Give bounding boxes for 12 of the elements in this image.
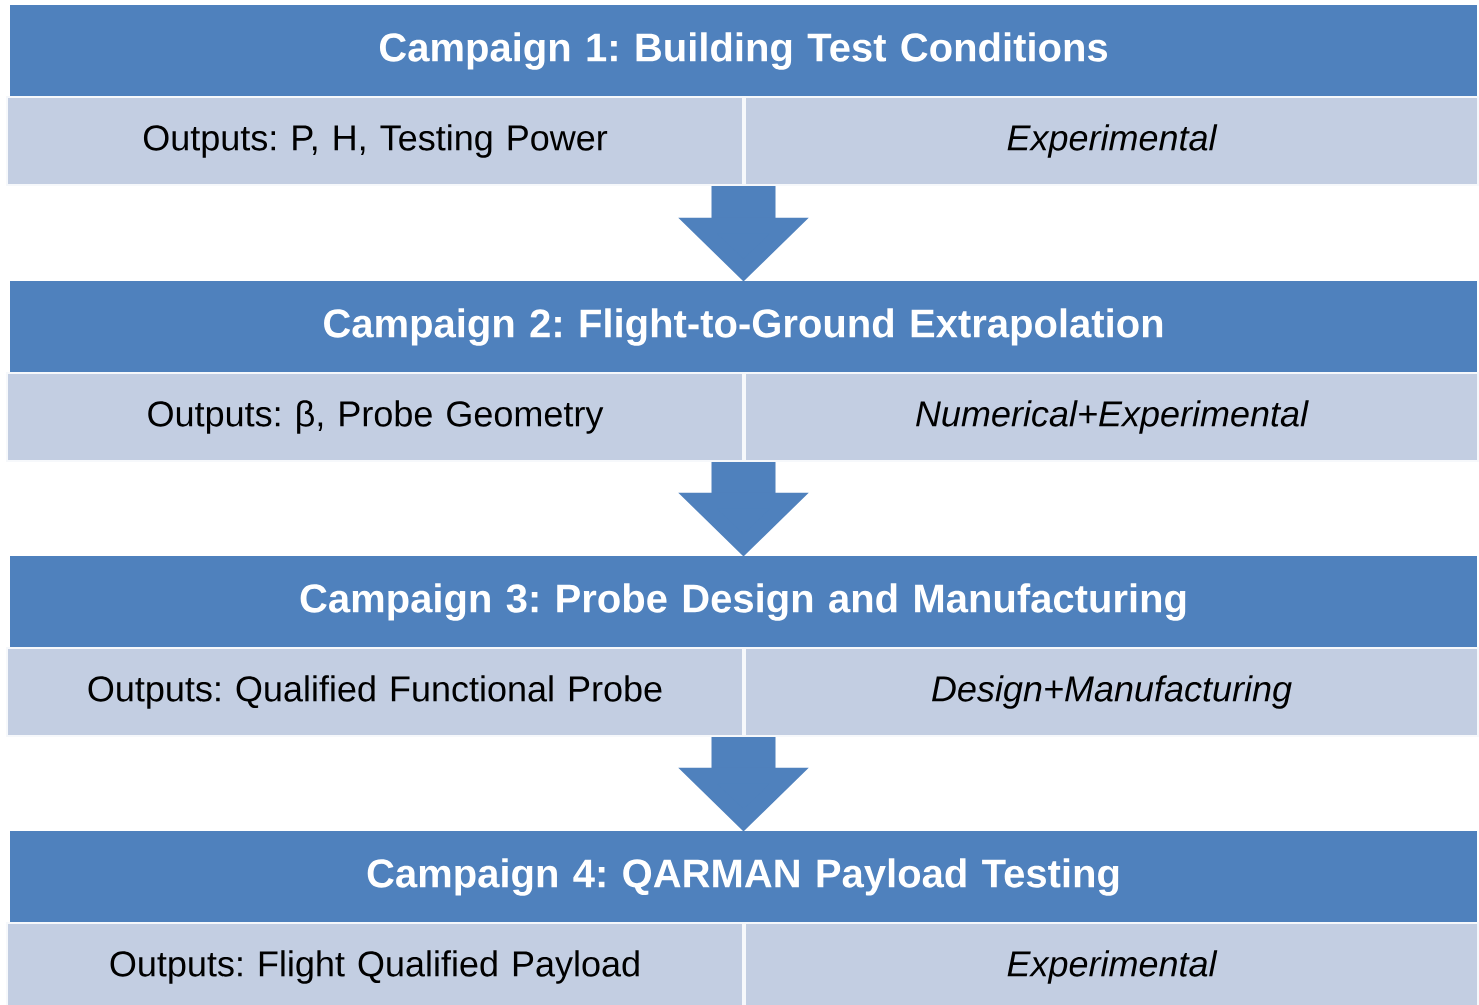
output-cell: Outputs: P, H, Testing Power xyxy=(6,96,744,186)
output-cell: Outputs: Qualified Functional Probe xyxy=(6,647,744,737)
method-cell: Experimental xyxy=(744,922,1479,1005)
campaign-header: Campaign 3: Probe Design and Manufacturing xyxy=(10,556,1477,648)
campaign-header: Campaign 4: QARMAN Payload Testing xyxy=(10,831,1477,923)
method-cell: Design+Manufacturing xyxy=(744,647,1479,737)
method-cell: Numerical+Experimental xyxy=(744,372,1479,462)
output-cell: Outputs: Flight Qualified Payload xyxy=(6,922,744,1005)
campaign-header: Campaign 2: Flight-to-Ground Extrapolation xyxy=(10,281,1477,373)
output-cell: Outputs: β, Probe Geometry xyxy=(6,372,744,462)
method-cell: Experimental xyxy=(744,96,1479,186)
campaign-header: Campaign 1: Building Test Conditions xyxy=(10,5,1477,97)
